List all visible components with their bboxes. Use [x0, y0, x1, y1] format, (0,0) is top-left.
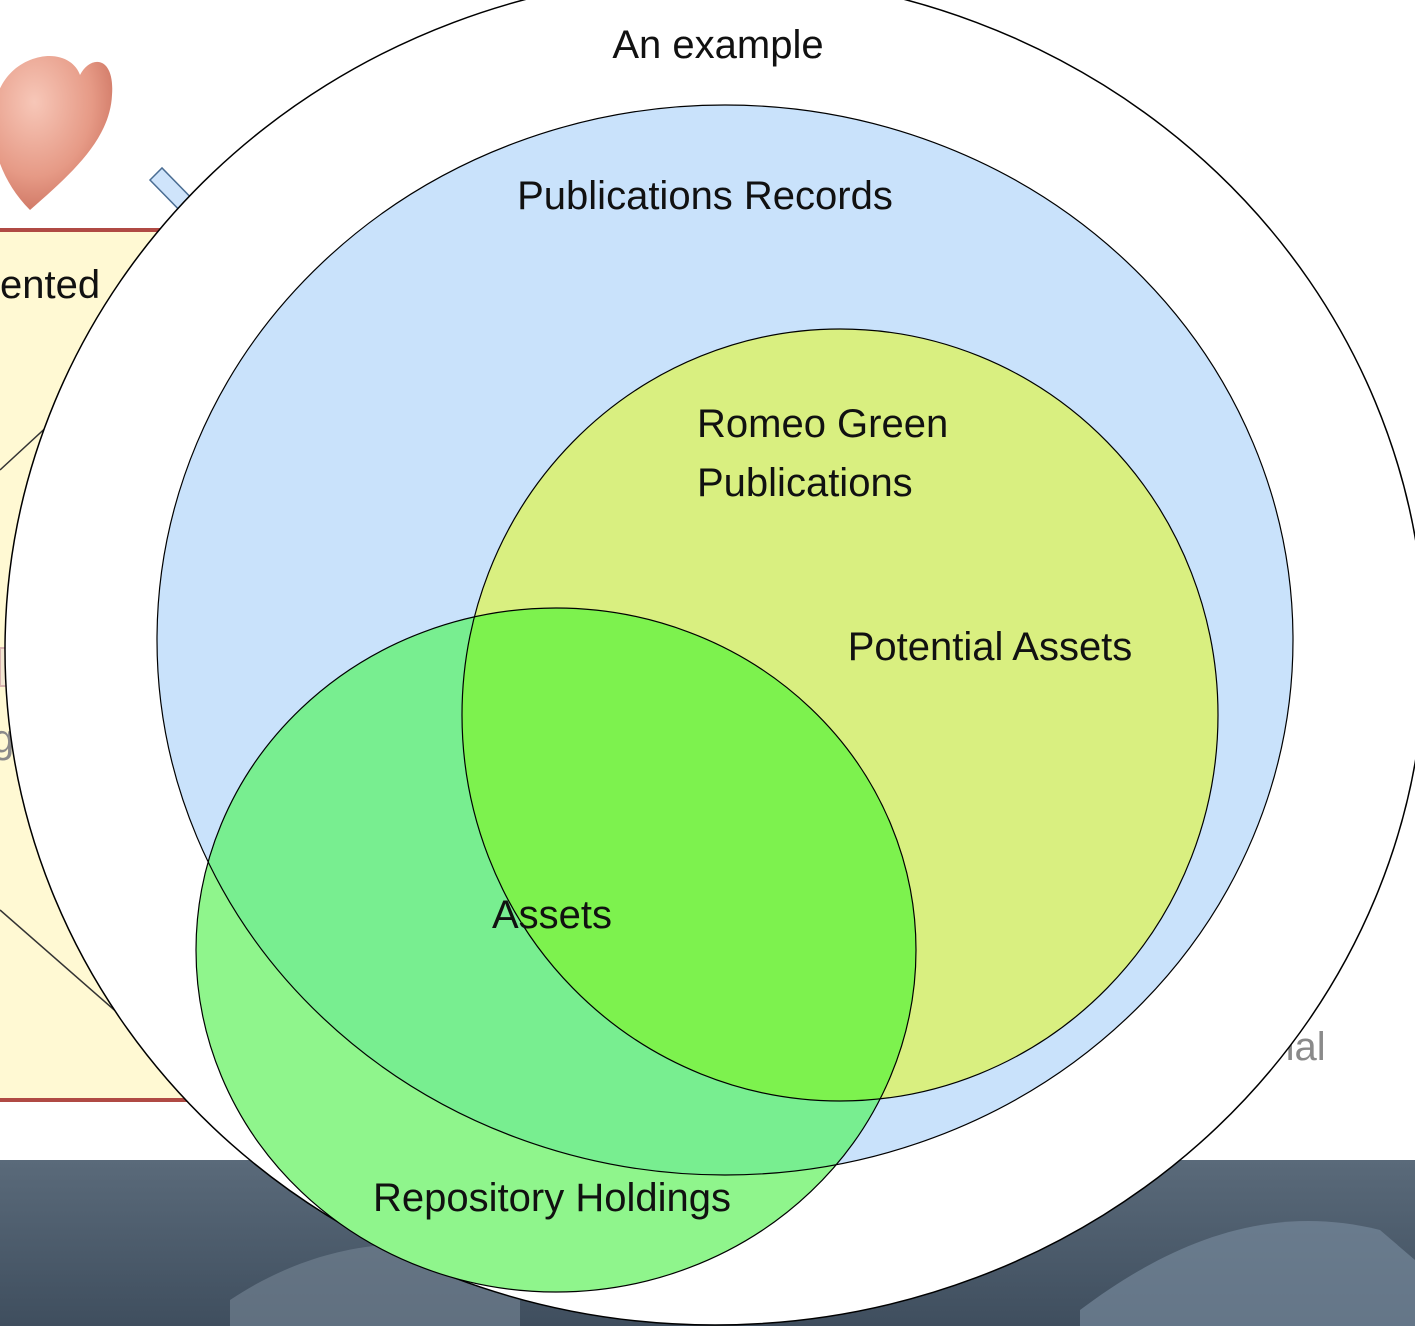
romeo-label-line1: Romeo Green — [697, 402, 948, 446]
heart-icon — [0, 56, 113, 210]
fragment-left-top: ented — [0, 263, 100, 307]
potential-assets-label: Potential Assets — [848, 625, 1133, 669]
diagram-title: An example — [612, 23, 823, 67]
romeo-label-line2: Publications — [697, 461, 913, 505]
banner-shape-right — [1080, 1221, 1415, 1326]
assets-label: Assets — [492, 893, 612, 937]
romeo-outline — [461, 328, 1219, 1102]
repository-label: Repository Holdings — [373, 1176, 731, 1220]
assets-overlap — [462, 608, 916, 1101]
publications-outline — [156, 104, 1294, 1176]
publications-label: Publications Records — [517, 174, 893, 218]
repository-outline — [195, 607, 917, 1293]
